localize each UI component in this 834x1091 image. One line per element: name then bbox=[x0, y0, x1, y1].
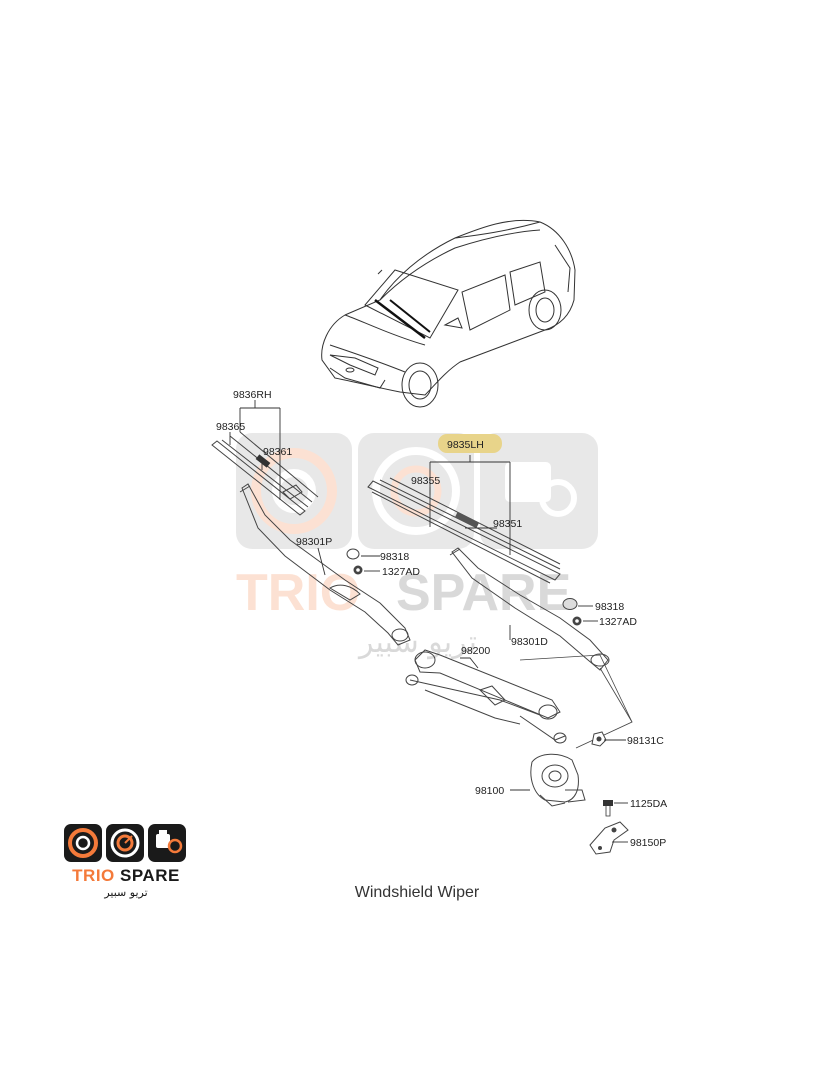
cap-98318-lh bbox=[562, 598, 578, 610]
label-98355[interactable]: 98355 bbox=[411, 475, 440, 487]
logo-brand-1: TRIO bbox=[72, 866, 115, 885]
nut-1327ad-lh bbox=[572, 616, 582, 626]
label-98100[interactable]: 98100 bbox=[475, 785, 504, 797]
nut-98131c bbox=[591, 731, 607, 747]
label-98301d[interactable]: 98301D bbox=[511, 636, 548, 648]
watermark-brand-2: SPARE bbox=[396, 564, 571, 622]
label-1125da[interactable]: 1125DA bbox=[630, 798, 667, 810]
label-9835lh-highlight bbox=[438, 434, 502, 453]
brand-logo: TRIO SPARE تريو سبير bbox=[62, 820, 190, 900]
leader-dashes bbox=[519, 654, 633, 749]
label-98131c[interactable]: 98131C bbox=[627, 735, 664, 747]
bolt-1125da bbox=[603, 800, 613, 817]
cap-98318-rh bbox=[346, 548, 360, 560]
label-9835lh[interactable]: 9835LH bbox=[447, 439, 484, 451]
logo-brand-2: SPARE bbox=[120, 866, 180, 885]
label-1327ad-lh[interactable]: 1327AD bbox=[599, 616, 637, 628]
brand-logo-icons bbox=[64, 824, 186, 862]
logo-brand-text: TRIO SPARE bbox=[62, 866, 190, 886]
watermark-arabic: تريو سبير bbox=[357, 625, 477, 660]
label-98150p[interactable]: 98150P bbox=[630, 837, 666, 849]
label-98200[interactable]: 98200 bbox=[461, 645, 490, 657]
label-1327ad-rh[interactable]: 1327AD bbox=[382, 566, 420, 578]
car-illustration bbox=[321, 219, 576, 408]
lh-blade-clip bbox=[454, 512, 480, 528]
callout-lines bbox=[229, 400, 628, 843]
label-9836rh[interactable]: 9836RH bbox=[233, 389, 272, 401]
part-labels: 9836RH 98365 98361 9835LH 98355 98351 98… bbox=[216, 389, 667, 849]
diagram-caption: Windshield Wiper bbox=[354, 884, 480, 901]
label-98318-rh[interactable]: 98318 bbox=[380, 551, 409, 563]
label-98361[interactable]: 98361 bbox=[263, 446, 292, 458]
label-98301p[interactable]: 98301P bbox=[296, 536, 332, 548]
rh-wiper-arm bbox=[239, 483, 411, 646]
label-98351[interactable]: 98351 bbox=[493, 518, 522, 530]
watermark-brand-1: TRIO bbox=[236, 564, 360, 622]
rh-blade-clip bbox=[255, 454, 271, 468]
rh-blade-assembly bbox=[211, 431, 319, 516]
wiper-linkage bbox=[405, 649, 567, 744]
wiper-motor bbox=[530, 753, 586, 807]
nut-1327ad-rh bbox=[353, 565, 363, 575]
lh-wiper-arm bbox=[449, 547, 610, 671]
logo-arabic: تريو سبير bbox=[104, 886, 148, 899]
label-98365[interactable]: 98365 bbox=[216, 421, 245, 433]
label-98318-lh[interactable]: 98318 bbox=[595, 601, 624, 613]
lh-blade-assembly bbox=[367, 477, 561, 584]
bracket-98150p bbox=[589, 821, 629, 855]
